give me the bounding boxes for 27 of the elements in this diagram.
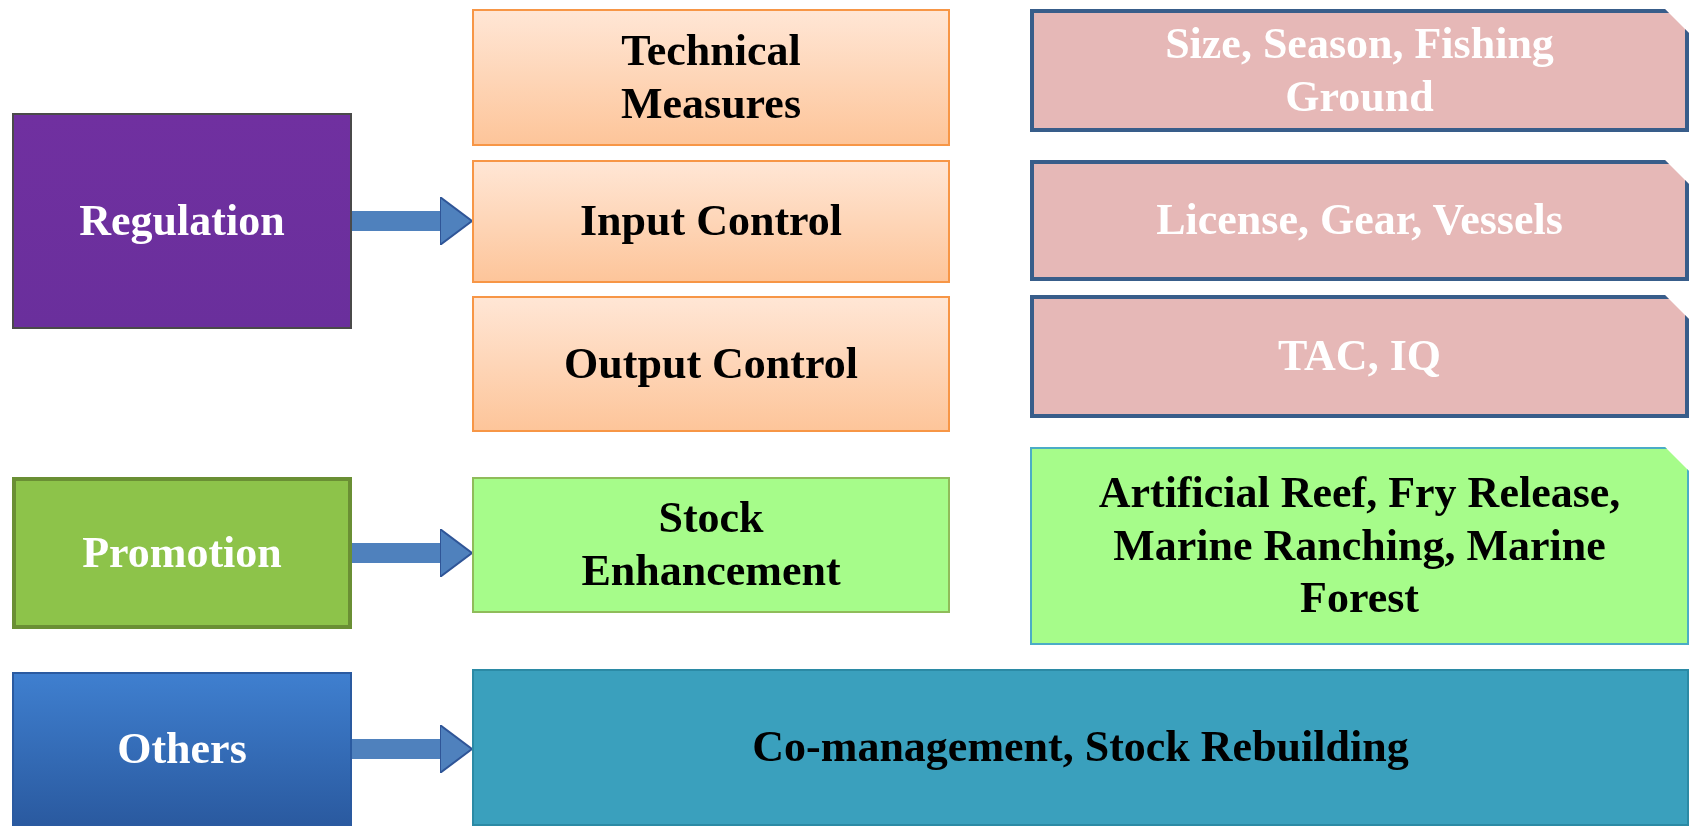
box-text: Promotion xyxy=(82,526,282,579)
box-text: Regulation xyxy=(79,194,285,247)
box-text: Artificial Reef, Fry Release, Marine Ranching, Marine Forest xyxy=(1097,466,1622,625)
example-box xyxy=(1030,295,1689,418)
category-box xyxy=(12,477,352,629)
category-box xyxy=(12,672,352,826)
measure-box xyxy=(472,160,950,283)
example-box xyxy=(1030,9,1689,132)
box-text: Size, Season, Fishing Ground xyxy=(1164,17,1555,123)
example-box xyxy=(1030,160,1689,281)
box-text: Technical Measures xyxy=(619,24,802,130)
measure-box xyxy=(472,9,950,146)
measure-box xyxy=(472,296,950,432)
block-arrow xyxy=(352,528,473,578)
measure-box xyxy=(472,477,950,613)
box-text: TAC, IQ xyxy=(1278,330,1441,383)
box-text: Co-management, Stock Rebuilding xyxy=(752,721,1409,774)
box-text: Input Control xyxy=(579,195,842,248)
category-box xyxy=(12,113,352,329)
box-text: Stock Enhancement xyxy=(580,492,842,597)
result-box xyxy=(472,669,1689,826)
box-text: License, Gear, Vessels xyxy=(1156,194,1563,247)
box-text: Others xyxy=(117,722,247,775)
box-text: Output Control xyxy=(564,337,858,390)
block-arrow xyxy=(352,724,473,774)
block-arrow xyxy=(352,196,473,246)
example-box xyxy=(1030,447,1689,645)
